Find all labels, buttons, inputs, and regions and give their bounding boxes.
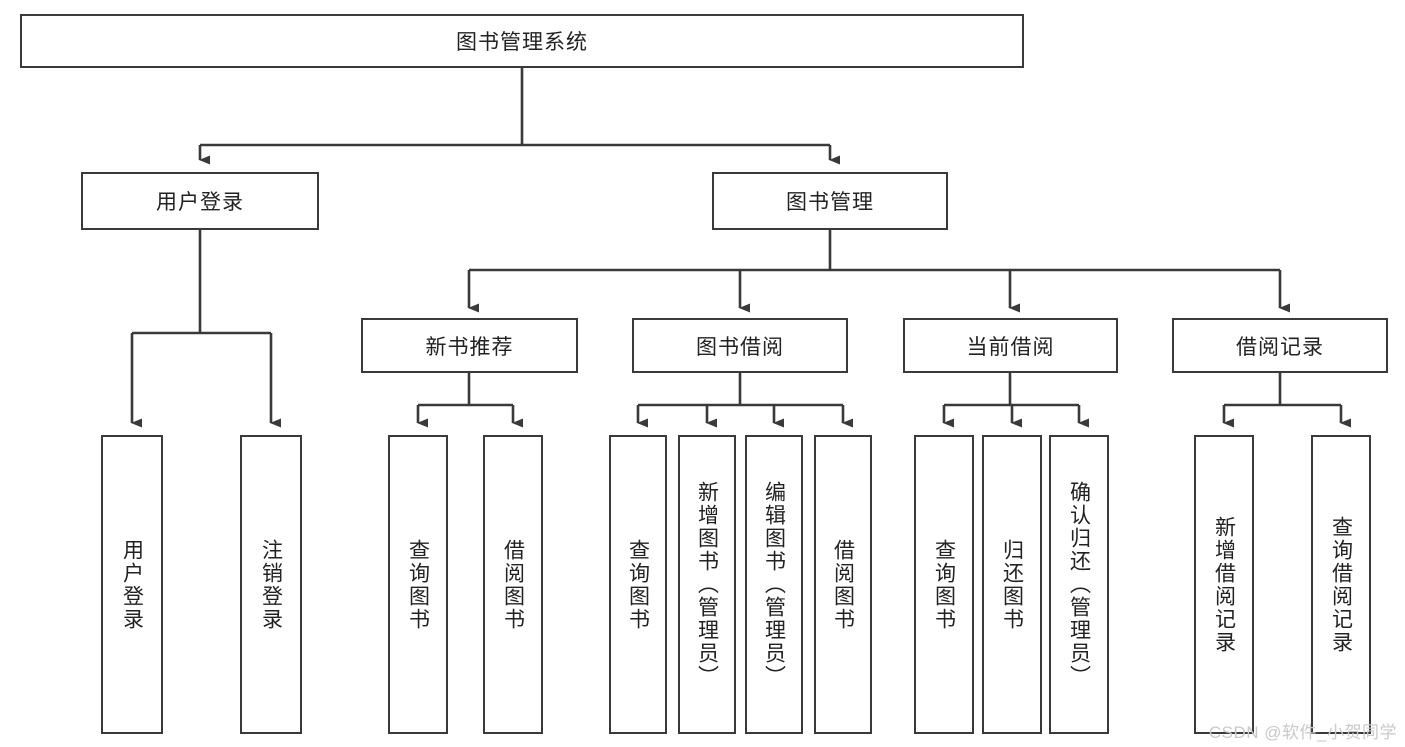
leaf-user-login-label: 用户登录 (120, 538, 144, 631)
node-borrow-records-label: 借阅记录 (1236, 335, 1324, 359)
node-book-borrow[interactable]: 图书借阅 (632, 318, 848, 373)
leaf-add-borrow-record[interactable]: 新增借阅记录 (1194, 435, 1254, 734)
leaf-confirm-return-admin-label: 确认归还（管理员） (1067, 481, 1091, 688)
leaf-edit-book-admin[interactable]: 编辑图书（管理员） (745, 435, 803, 734)
node-book-management[interactable]: 图书管理 (712, 172, 948, 230)
leaf-add-book-admin[interactable]: 新增图书（管理员） (678, 435, 736, 734)
leaf-logout-label: 注销登录 (259, 538, 283, 631)
watermark: CSDN @软件_小贺同学 (1208, 723, 1397, 742)
node-current-borrow-label: 当前借阅 (966, 335, 1055, 359)
node-new-book-recommend[interactable]: 新书推荐 (361, 318, 578, 373)
node-root[interactable]: 图书管理系统 (20, 14, 1024, 68)
leaf-query-book-newbook-label: 查询图书 (406, 538, 430, 631)
node-current-borrow[interactable]: 当前借阅 (903, 318, 1118, 373)
leaf-user-login[interactable]: 用户登录 (101, 435, 163, 734)
leaf-add-book-admin-label: 新增图书（管理员） (695, 481, 719, 688)
leaf-edit-book-admin-label: 编辑图书（管理员） (762, 481, 786, 688)
leaf-query-book-current[interactable]: 查询图书 (914, 435, 974, 734)
leaf-borrow-book[interactable]: 借阅图书 (814, 435, 872, 734)
node-borrow-records[interactable]: 借阅记录 (1172, 318, 1388, 373)
leaf-query-book-borrow-label: 查询图书 (626, 538, 650, 631)
leaf-logout[interactable]: 注销登录 (240, 435, 302, 734)
leaf-borrow-book-newbook-label: 借阅图书 (501, 538, 525, 631)
leaf-confirm-return-admin[interactable]: 确认归还（管理员） (1049, 435, 1109, 734)
node-user-login-label: 用户登录 (156, 191, 244, 214)
leaf-return-book[interactable]: 归还图书 (982, 435, 1042, 734)
leaf-query-book-current-label: 查询图书 (932, 538, 956, 631)
node-book-management-label: 图书管理 (786, 191, 874, 214)
node-new-book-recommend-label: 新书推荐 (425, 335, 514, 359)
leaf-add-borrow-record-label: 新增借阅记录 (1212, 515, 1236, 654)
node-root-label: 图书管理系统 (456, 31, 588, 54)
leaf-query-borrow-record-label: 查询借阅记录 (1329, 515, 1353, 654)
leaf-borrow-book-label: 借阅图书 (831, 538, 855, 631)
leaf-return-book-label: 归还图书 (1000, 538, 1024, 631)
node-book-borrow-label: 图书借阅 (696, 335, 784, 359)
leaf-query-borrow-record[interactable]: 查询借阅记录 (1311, 435, 1371, 734)
node-user-login[interactable]: 用户登录 (81, 172, 319, 230)
leaf-query-book-newbook[interactable]: 查询图书 (388, 435, 448, 734)
leaf-borrow-book-newbook[interactable]: 借阅图书 (483, 435, 543, 734)
leaf-query-book-borrow[interactable]: 查询图书 (609, 435, 667, 734)
